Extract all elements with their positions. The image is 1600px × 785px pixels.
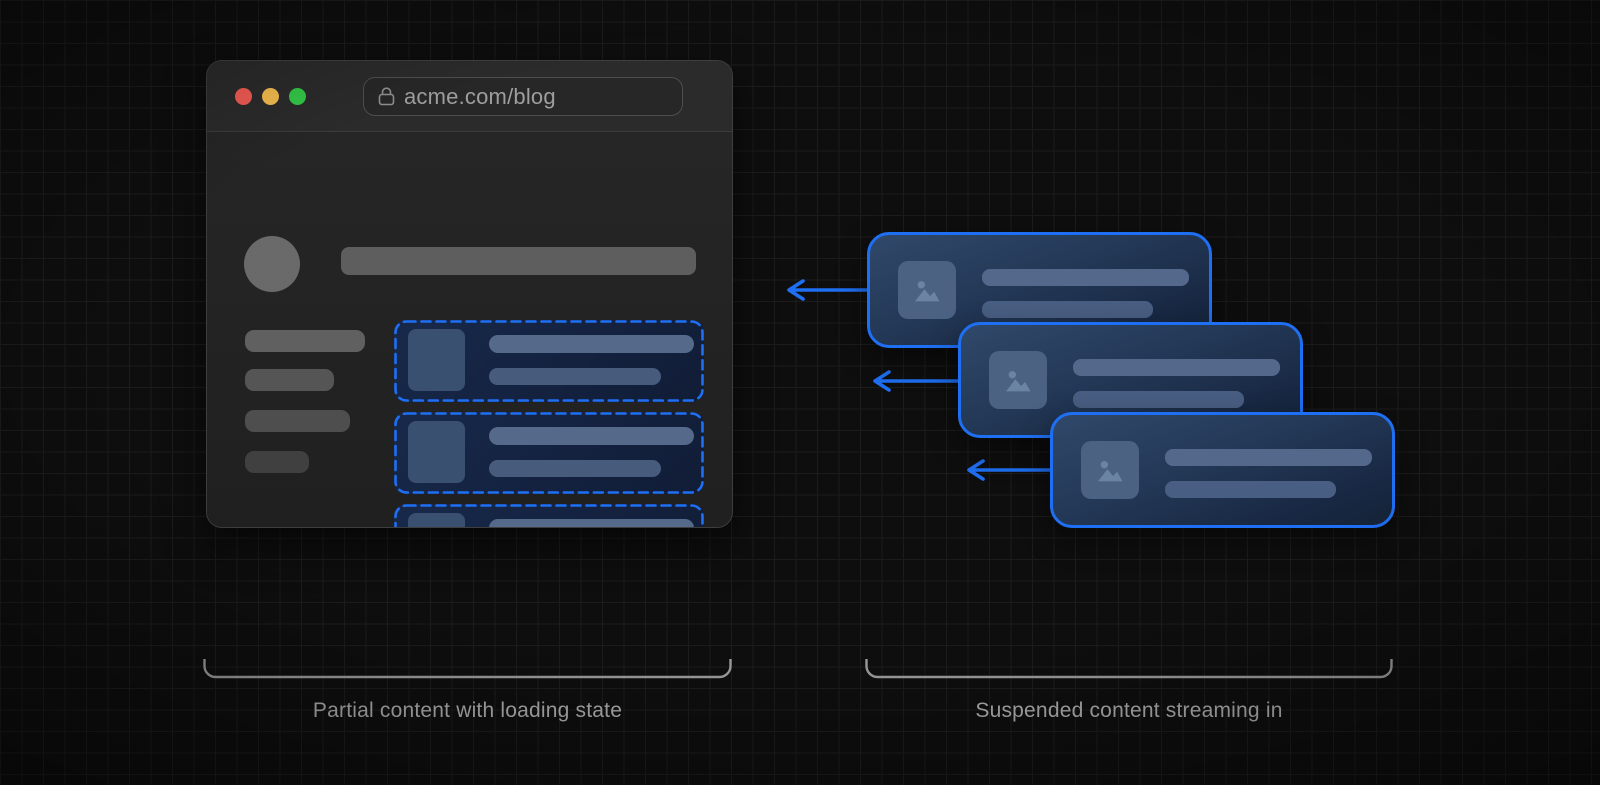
text-line-skeleton [489,519,694,527]
sidebar-skeleton-bar [245,410,350,432]
arrow-left-icon [787,279,872,301]
arrow-left-icon [967,459,1052,481]
image-icon [898,261,956,319]
traffic-light-zoom [289,88,306,105]
lock-icon [378,87,395,106]
thumbnail-skeleton [408,421,465,483]
text-line-skeleton [1165,481,1336,498]
url-bar: acme.com/blog [363,77,683,116]
traffic-light-close [235,88,252,105]
headline-skeleton [341,247,696,275]
url-text: acme.com/blog [404,83,556,109]
image-icon [1081,441,1139,499]
text-line-skeleton [489,335,694,353]
text-line-skeleton [489,460,661,477]
streaming-content-card [867,232,1212,348]
text-line-skeleton [489,427,694,445]
avatar-skeleton [244,236,300,292]
caption-partial-content: Partial content with loading state [312,699,623,722]
text-line-skeleton [1073,359,1280,376]
browser-titlebar: acme.com/blog [207,61,732,132]
bracket-right [865,659,1393,679]
thumbnail-skeleton [408,513,465,527]
arrow-left-icon [873,370,960,392]
text-line-skeleton [982,301,1153,318]
text-line-skeleton [489,368,661,385]
bracket-left [203,659,732,679]
sidebar-skeleton-bar [245,330,365,352]
text-line-skeleton [1073,391,1244,408]
thumbnail-skeleton [408,329,465,391]
sidebar-skeleton-bar [245,369,334,391]
browser-window: acme.com/blog [206,60,733,528]
image-icon [989,351,1047,409]
text-line-skeleton [1165,449,1372,466]
loading-placeholder-card [394,504,704,527]
loading-placeholder-card [394,412,704,494]
loading-placeholder-card [394,320,704,402]
browser-page-content [207,132,732,527]
text-line-skeleton [982,269,1189,286]
sidebar-skeleton-bar [245,451,309,473]
streaming-content-card [1050,412,1395,528]
caption-suspended-content: Suspended content streaming in [975,699,1283,722]
traffic-light-minimize [262,88,279,105]
